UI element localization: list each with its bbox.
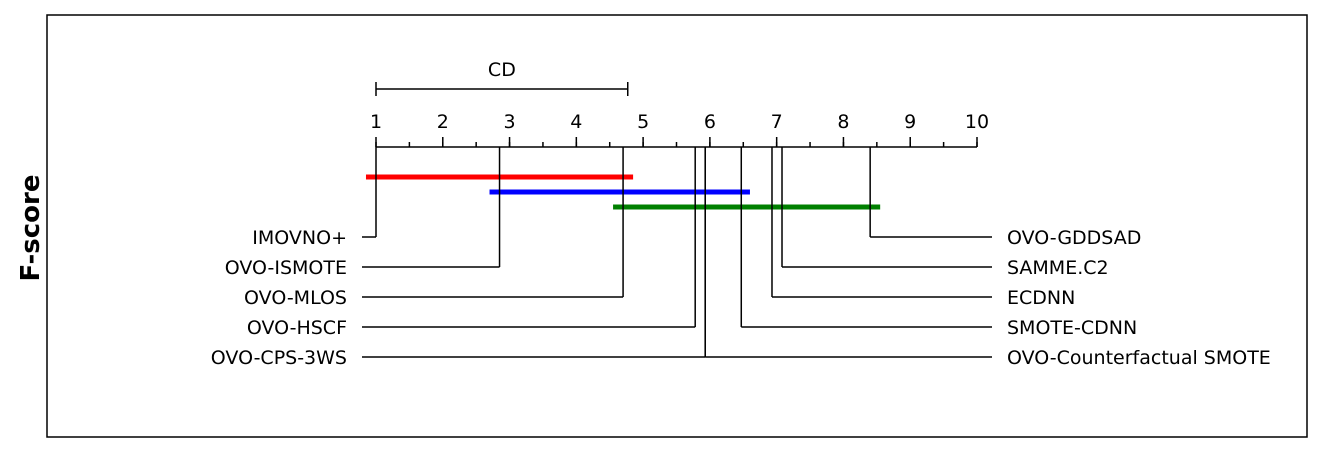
rank-axis-tick-label: 4 — [570, 111, 582, 133]
method-label-right: OVO-Counterfactual SMOTE — [1007, 347, 1271, 369]
rank-axis-tick-label: 3 — [504, 111, 516, 133]
rank-axis-tick-label: 1 — [370, 111, 382, 133]
method-label-left: OVO-MLOS — [244, 287, 347, 309]
method-label-right: SMOTE-CDNN — [1007, 317, 1137, 339]
method-label-left: OVO-ISMOTE — [225, 257, 347, 279]
rank-axis-tick-label: 9 — [904, 111, 916, 133]
method-label-right: ECDNN — [1007, 287, 1075, 309]
rank-axis-tick-label: 2 — [437, 111, 449, 133]
method-label-right: SAMME.C2 — [1007, 257, 1109, 279]
rank-axis-tick-label: 7 — [771, 111, 783, 133]
rank-axis-tick-label: 6 — [704, 111, 716, 133]
rank-axis-tick-label: 8 — [837, 111, 849, 133]
method-label-left: OVO-CPS-3WS — [211, 347, 347, 369]
rank-axis-tick-label: 5 — [637, 111, 649, 133]
method-label-right: OVO-GDDSAD — [1007, 227, 1141, 249]
rank-axis-tick-label: 10 — [965, 111, 989, 133]
cd-label: CD — [488, 59, 516, 81]
plot-frame — [46, 14, 1308, 438]
method-label-left: IMOVNO+ — [252, 227, 347, 249]
method-label-left: OVO-HSCF — [247, 317, 347, 339]
